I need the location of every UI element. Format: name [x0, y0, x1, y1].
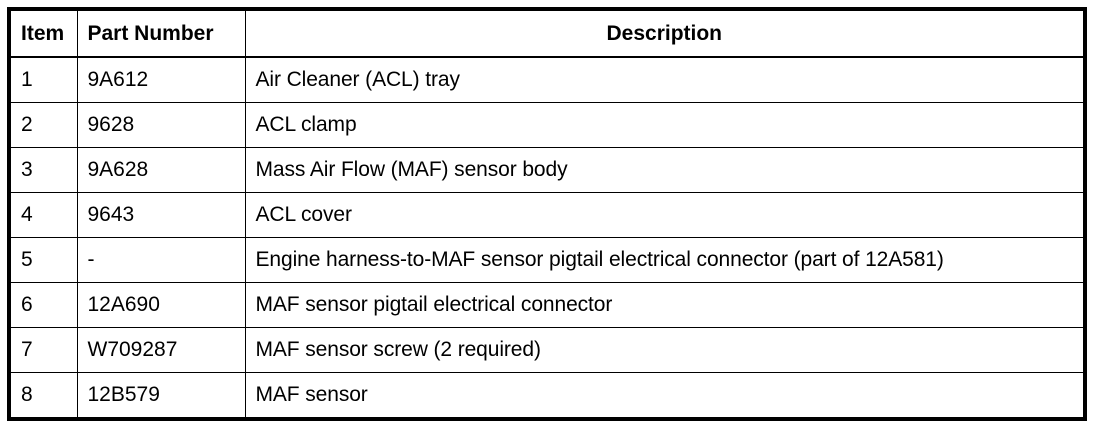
table-header: Item Part Number Description	[8, 8, 1086, 58]
cell-description: ACL clamp	[244, 102, 1086, 148]
cell-part-number: 9628	[76, 102, 246, 148]
cell-part-number: -	[76, 237, 246, 283]
table-row: 6 12A690 MAF sensor pigtail electrical c…	[8, 282, 1086, 328]
cell-part-number: W709287	[76, 327, 246, 373]
cell-description: Air Cleaner (ACL) tray	[244, 56, 1086, 103]
cell-item: 8	[8, 372, 78, 420]
column-header-item: Item	[8, 8, 78, 58]
cell-item: 4	[8, 192, 78, 238]
table-header-row: Item Part Number Description	[8, 8, 1086, 58]
cell-description: Mass Air Flow (MAF) sensor body	[244, 147, 1086, 193]
table-row: 8 12B579 MAF sensor	[8, 372, 1086, 420]
table-row: 2 9628 ACL clamp	[8, 102, 1086, 148]
table-row: 3 9A628 Mass Air Flow (MAF) sensor body	[8, 147, 1086, 193]
cell-part-number: 9A612	[76, 56, 246, 103]
cell-description: MAF sensor	[244, 372, 1086, 420]
cell-part-number: 9643	[76, 192, 246, 238]
cell-description: MAF sensor pigtail electrical connector	[244, 282, 1086, 328]
table-row: 7 W709287 MAF sensor screw (2 required)	[8, 327, 1086, 373]
column-header-description: Description	[244, 8, 1086, 58]
cell-description: ACL cover	[244, 192, 1086, 238]
table-row: 5 - Engine harness-to-MAF sensor pigtail…	[8, 237, 1086, 283]
cell-part-number: 12B579	[76, 372, 246, 420]
cell-description: Engine harness-to-MAF sensor pigtail ele…	[244, 237, 1086, 283]
cell-item: 3	[8, 147, 78, 193]
cell-part-number: 9A628	[76, 147, 246, 193]
cell-item: 7	[8, 327, 78, 373]
table-row: 4 9643 ACL cover	[8, 192, 1086, 238]
cell-item: 5	[8, 237, 78, 283]
parts-list-table: Item Part Number Description 1 9A612 Air…	[7, 7, 1087, 421]
cell-item: 2	[8, 102, 78, 148]
cell-item: 1	[8, 56, 78, 103]
column-header-part-number: Part Number	[76, 8, 246, 58]
cell-description: MAF sensor screw (2 required)	[244, 327, 1086, 373]
cell-item: 6	[8, 282, 78, 328]
table-row: 1 9A612 Air Cleaner (ACL) tray	[8, 56, 1086, 103]
table-body: 1 9A612 Air Cleaner (ACL) tray 2 9628 AC…	[8, 56, 1086, 420]
cell-part-number: 12A690	[76, 282, 246, 328]
